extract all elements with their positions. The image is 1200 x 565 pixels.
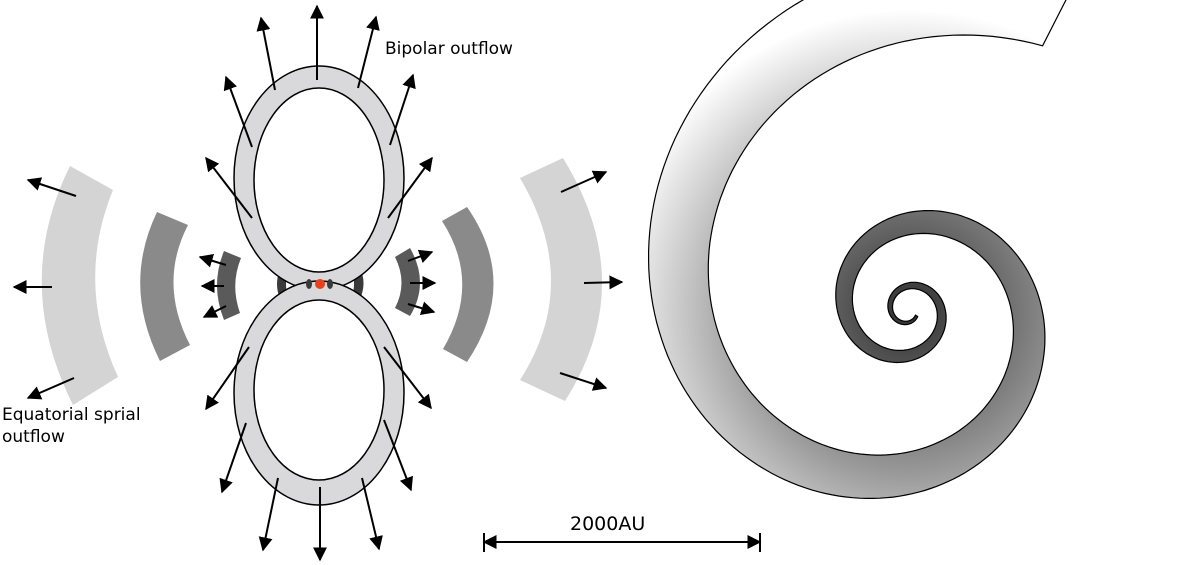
equatorial-outflow-label-line1: Equatorial sprial [2, 405, 141, 425]
outflow-arrow-icon [383, 346, 432, 410]
arc-outer-right [520, 158, 603, 401]
outflow-arrow-icon [407, 249, 434, 263]
arc-inner-left [217, 251, 241, 320]
outflow-arrow-icon [205, 346, 250, 411]
arc-inner-right [395, 248, 420, 316]
equatorial-outflow-label-line2: outflow [2, 427, 65, 447]
spiral-outflow [648, 0, 1067, 499]
bipolar-outflow-label: Bipolar outflow [385, 39, 513, 59]
scale-bar-label: 2000AU [570, 513, 646, 535]
outflow-arrow-icon [256, 16, 276, 91]
central-star [306, 279, 333, 289]
outflow-arrow-icon [26, 177, 77, 197]
outflow-arrow-icon [389, 73, 416, 146]
scale-bar-icon [482, 533, 762, 552]
outflow-arrow-icon [583, 275, 624, 290]
outflow-arrow-icon [202, 305, 227, 318]
outflow-arrow-icon [205, 156, 253, 219]
outflow-arrow-icon [387, 156, 433, 219]
star-icon [315, 279, 325, 289]
bipolar-lobes [233, 65, 405, 506]
outflow-arrow-icon [198, 254, 227, 268]
outflow-arrow-icon [219, 422, 247, 494]
outflow-arrow-icon [258, 477, 279, 552]
equatorial-arcs-left [41, 166, 288, 405]
upper-lobe-inner [253, 87, 385, 273]
arc-middle-left [140, 212, 190, 361]
star-shell-left [306, 279, 312, 289]
outflow-arrow-icon [407, 301, 436, 315]
arc-middle-right [442, 207, 494, 362]
outflow-arrow-icon [26, 377, 75, 400]
outflow-arrows [12, 4, 624, 562]
star-shell-right [327, 279, 333, 289]
lower-lobe-inner [253, 299, 385, 481]
arc-outer-left [41, 166, 118, 405]
outflow-arrow-icon [383, 419, 413, 492]
outflow-arrow-icon [559, 372, 608, 391]
outflow-arrow-icon [357, 15, 380, 89]
outflow-arrow-icon [361, 477, 383, 551]
outflow-arrow-icon [223, 75, 253, 148]
outflow-arrow-icon [560, 170, 608, 193]
